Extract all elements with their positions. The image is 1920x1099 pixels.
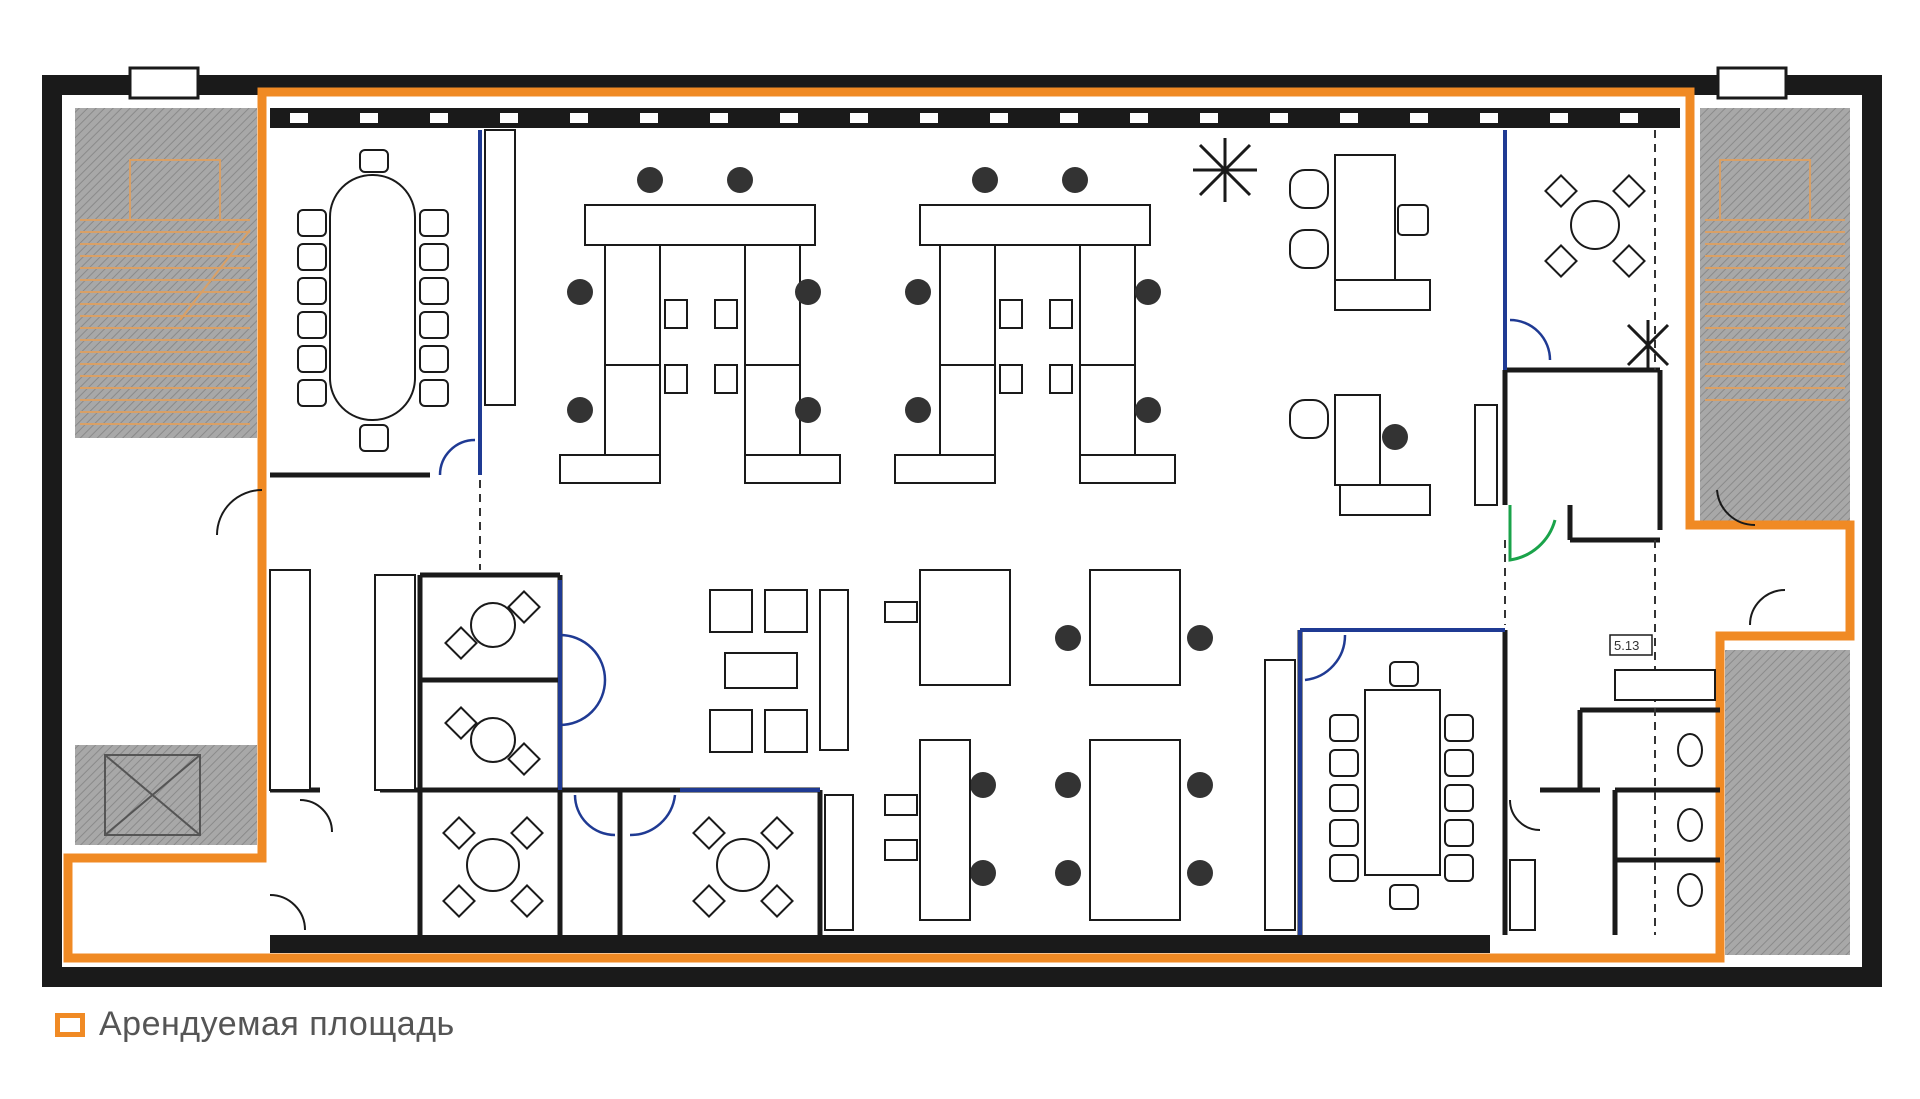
storage-cabinets — [269, 129, 1296, 931]
workstation-cluster-right — [894, 204, 1176, 484]
plant-icons — [1193, 138, 1670, 370]
rented-area-swatch — [55, 1012, 85, 1037]
right-lower-shaft — [1725, 650, 1850, 955]
left-elevator — [75, 745, 257, 845]
right-stairwell — [1700, 108, 1850, 955]
legend-label: Арендуемая площадь — [99, 1005, 455, 1043]
round-tables — [466, 200, 1620, 892]
manager-desks — [1289, 154, 1498, 516]
window-marks-top — [290, 113, 1638, 123]
right-stair-steps — [1705, 159, 1845, 401]
zone-dashed-lines — [479, 130, 1656, 935]
glass-partitions — [478, 130, 1507, 935]
room-tag: 5.13 — [1609, 634, 1653, 656]
door-swings — [216, 489, 1786, 931]
workstation-cluster-left — [559, 204, 841, 484]
meeting-room-top-left — [297, 149, 449, 452]
left-stairwell — [75, 108, 257, 845]
window-strip-top — [270, 108, 1680, 128]
left-stair-steps — [80, 159, 251, 425]
rect-conference-table — [1364, 689, 1441, 876]
blue-door-swings — [438, 318, 1552, 837]
rented-area-outline — [63, 87, 1855, 963]
legend: Арендуемая площадь — [55, 1005, 455, 1044]
lounge-area — [709, 589, 849, 753]
round-table-chairs — [442, 174, 1646, 918]
room-tag-text: 5.13 — [1614, 638, 1639, 653]
restroom-fixtures — [1509, 669, 1716, 931]
desk-group-bottom — [884, 569, 1181, 921]
green-door-swing — [1508, 505, 1557, 562]
meeting-room-right — [1329, 661, 1474, 910]
oval-conference-table — [329, 174, 416, 421]
elevator-cross-icon — [104, 754, 201, 836]
window-strip-bottom — [270, 935, 1490, 953]
